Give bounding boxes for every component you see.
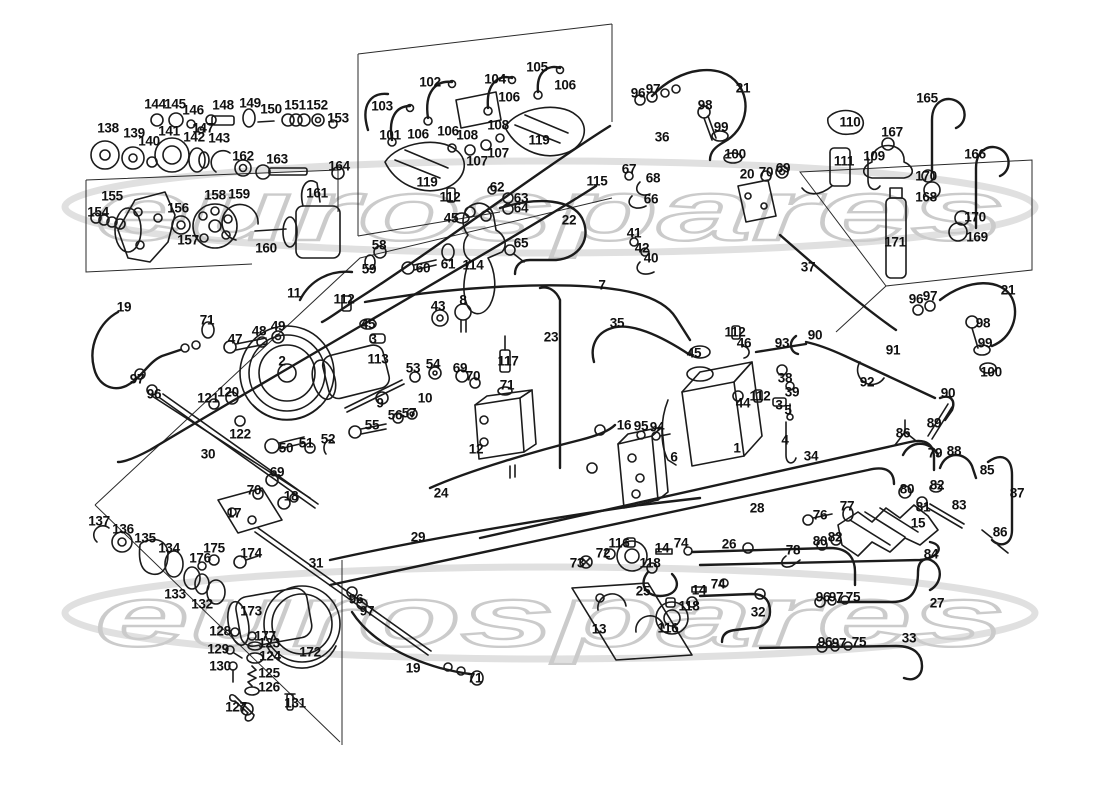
panel-outlines	[85, 23, 1033, 745]
distribution-block-group	[474, 389, 537, 479]
watermark-swoosh-top	[61, 157, 1039, 257]
booster-exploded-group	[93, 473, 484, 722]
rear-manifold-group	[698, 334, 1014, 568]
pedal-linkage-group	[571, 537, 698, 661]
hub-bearing-exploded-group	[90, 108, 345, 263]
watermark-text-bottom: eurospares	[95, 569, 1005, 665]
central-tube-runs	[116, 184, 936, 656]
front-calipers-group	[364, 65, 586, 224]
pulley-pump-group	[208, 295, 513, 455]
reservoir-tank-group	[586, 325, 808, 509]
reservoir-caps-hoses-group	[801, 97, 1010, 279]
front-left-hose-group	[91, 310, 311, 499]
bottom-right-tubes	[655, 542, 941, 681]
upper-hose-loops-group	[320, 68, 1017, 374]
watermark-swoosh-bottom	[61, 563, 1039, 663]
master-cylinder-group	[298, 199, 587, 333]
